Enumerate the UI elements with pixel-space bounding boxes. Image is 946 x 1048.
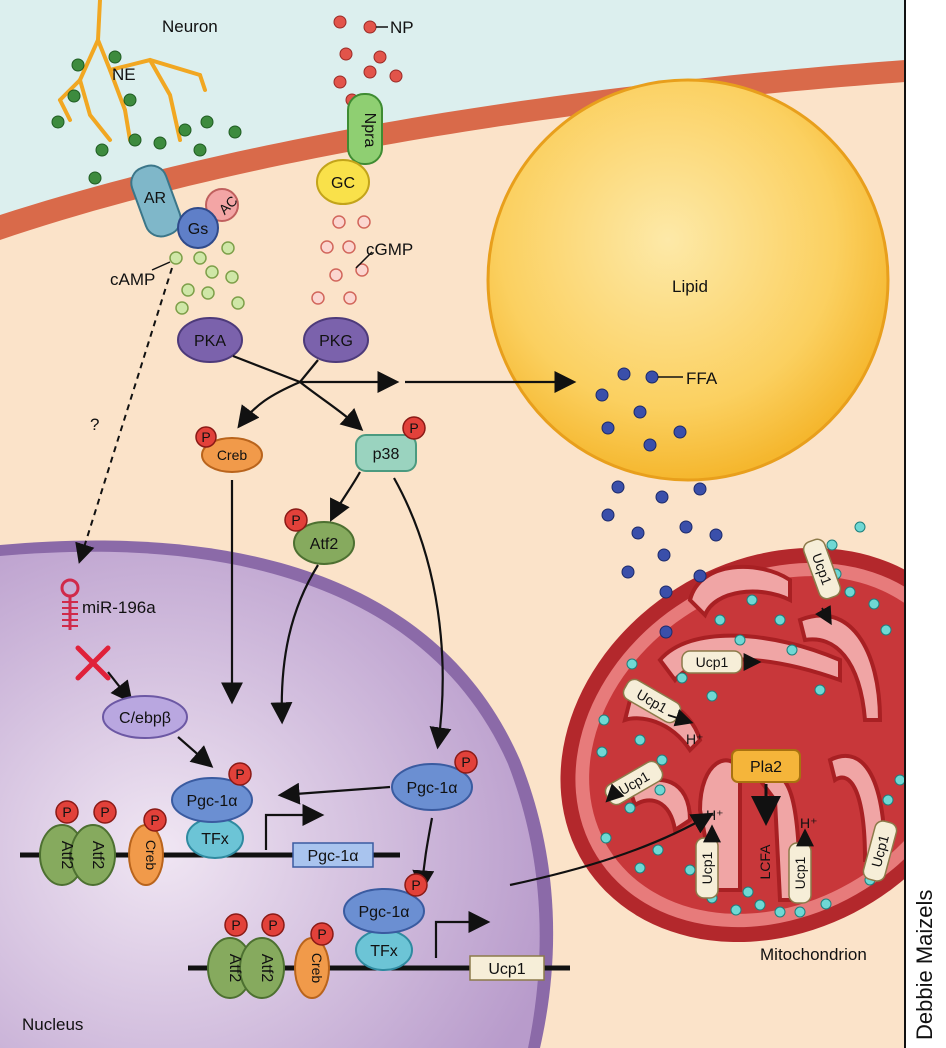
ucp1-label: Ucp1 (792, 856, 808, 889)
tfx-lower: TFx (355, 929, 413, 971)
cgmp-label: cGMP (366, 240, 413, 259)
pkg-label: PKG (319, 333, 353, 350)
p-label: P (268, 917, 277, 933)
creb-upper: Creb P (128, 808, 167, 886)
lipid-label: Lipid (672, 277, 708, 296)
p-label: P (409, 420, 418, 436)
hplus-label: H⁺ (686, 731, 704, 747)
tfx-label: TFx (201, 831, 229, 848)
tfx-upper: TFx (186, 817, 244, 859)
neuron (58, 0, 207, 142)
p-label: P (235, 766, 244, 782)
atf2-cytoplasm: Atf2 P (284, 508, 355, 565)
npra-label: Npra (361, 113, 378, 148)
neuron-label: Neuron (162, 17, 218, 36)
cgmp-molecules (311, 215, 371, 305)
creb-label: Creb (217, 447, 248, 463)
lcfa-label: LCFA (757, 844, 773, 880)
pgc-label: Pgc-1α (358, 904, 409, 921)
pla2: Pla2 (731, 749, 801, 783)
pgc1a-gene: Pgc-1α (292, 842, 374, 868)
hplus-label: H⁺ (706, 807, 724, 823)
camp-molecules (169, 241, 245, 315)
p-label: P (317, 926, 326, 942)
camp-mir-dashed-arrow (75, 267, 173, 564)
atf2-label: Atf2 (258, 954, 275, 983)
mir-196a: miR-196a (60, 578, 156, 630)
p-label: P (461, 754, 470, 770)
question-label: ? (90, 415, 99, 434)
pgc1a-lower: Pgc-1α P (343, 873, 428, 934)
gs-protein: Gs (177, 207, 219, 249)
pgc1a-upper: Pgc-1α P (171, 762, 253, 823)
mito-arrows (605, 605, 832, 847)
ar-receptor: AR (130, 164, 182, 238)
ffa-molecules (595, 367, 723, 639)
proton-molecules (596, 521, 916, 918)
inhibition-x-icon (75, 645, 111, 681)
creb-cytoplasm: Creb P (195, 426, 263, 473)
ac-enzyme: AC (205, 188, 241, 222)
p-label: P (100, 804, 109, 820)
ffa-label: FFA (686, 369, 718, 388)
atf2-label: Atf2 (89, 841, 106, 870)
pla2-label: Pla2 (750, 759, 782, 776)
nucleus-label: Nucleus (22, 1015, 83, 1034)
mir-label: miR-196a (82, 598, 156, 617)
signal-arrows (107, 354, 714, 958)
cebp-beta: C/ebpβ (102, 695, 188, 739)
p38-label: p38 (373, 446, 400, 463)
mitochondrion-label: Mitochondrion (760, 945, 867, 964)
pgc1a-cytoplasm: Pgc-1α P (391, 750, 478, 811)
ucp1-channel: Ucp1 (788, 842, 812, 904)
ucp1-channel: Ucp1 (681, 650, 743, 674)
ucp1-label: Ucp1 (696, 654, 729, 670)
p-label: P (231, 917, 240, 933)
pkg: PKG (303, 317, 369, 363)
ucp1-channel: Ucp1 (862, 820, 898, 882)
gc-label: GC (331, 175, 355, 192)
creb-lower: Creb P (294, 922, 334, 999)
atf2-label: Atf2 (310, 536, 339, 553)
ne-label: NE (112, 65, 136, 84)
credit-label: Debbie Maizels (912, 890, 937, 1040)
ne-molecules (51, 50, 242, 185)
ucp1-channel: Ucp1 (695, 837, 719, 899)
atf2-dimer-upper: Atf2 Atf2 P P (39, 800, 117, 886)
pka-label: PKA (194, 333, 226, 350)
p38: p38 P (355, 416, 426, 472)
ucp1-label: Ucp1 (699, 851, 715, 884)
cebp-label: C/ebpβ (119, 710, 171, 727)
pgc-label: Pgc-1α (406, 780, 457, 797)
creb-label: Creb (143, 840, 159, 871)
np-label: NP (390, 18, 414, 37)
lipid-droplet (486, 78, 890, 482)
margin (905, 0, 946, 1048)
ar-label: AR (144, 190, 166, 207)
atf2-label: Atf2 (226, 954, 243, 983)
tfx-label: TFx (370, 943, 398, 960)
gs-label: Gs (188, 221, 208, 238)
p-label: P (291, 512, 300, 528)
p-label: P (62, 804, 71, 820)
pka: PKA (177, 317, 243, 363)
camp-label: cAMP (110, 270, 155, 289)
atf2-dimer-lower: Atf2 Atf2 P P (207, 913, 285, 999)
p-label: P (150, 812, 159, 828)
atf2-label: Atf2 (58, 841, 75, 870)
hplus-label: H⁺ (800, 815, 818, 831)
npra-receptor: Npra (347, 93, 383, 165)
pgc-gene-label: Pgc-1α (307, 848, 358, 865)
gc-enzyme: GC (316, 159, 370, 205)
ucp1-gene-label: Ucp1 (488, 961, 525, 978)
p-label: P (411, 877, 420, 893)
p-label: P (201, 429, 210, 445)
creb-label: Creb (309, 953, 325, 984)
ucp1-gene: Ucp1 (469, 955, 545, 981)
pgc-label: Pgc-1α (186, 793, 237, 810)
